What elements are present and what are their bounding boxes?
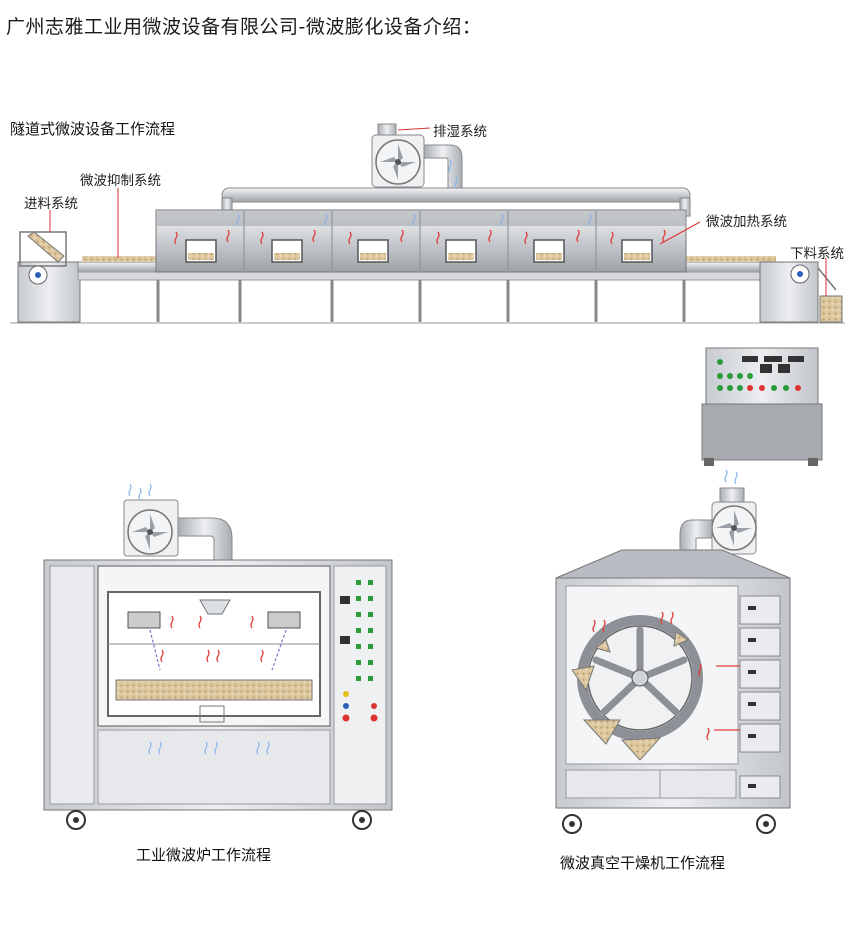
microwave-vacuum-dryer [555,469,791,834]
exhaust-fan-unit [221,123,691,217]
feed-hopper [17,231,81,323]
tunnel-microwave-system [10,123,845,324]
tunnel-flow-title: 隧道式微波设备工作流程 [10,120,176,138]
control-cabinet [701,347,823,466]
heating-chambers [155,159,687,273]
microwave-suppression-label: 微波抑制系统 [80,173,161,189]
discharge-unit [759,261,843,323]
feed-system-label: 进料系统 [24,196,78,212]
microwave-heating-label: 微波加热系统 [706,214,787,230]
vacuum-dryer-caption: 微波真空干燥机工作流程 [560,854,726,872]
oven-flow-caption: 工业微波炉工作流程 [136,846,272,864]
exhaust-system-label: 排湿系统 [433,124,487,140]
page-title: 广州志雅工业用微波设备有限公司-微波膨化设备介绍： [6,16,482,38]
support-legs [156,280,686,322]
industrial-microwave-oven [43,483,393,830]
discharge-system-label: 下料系统 [790,246,844,262]
